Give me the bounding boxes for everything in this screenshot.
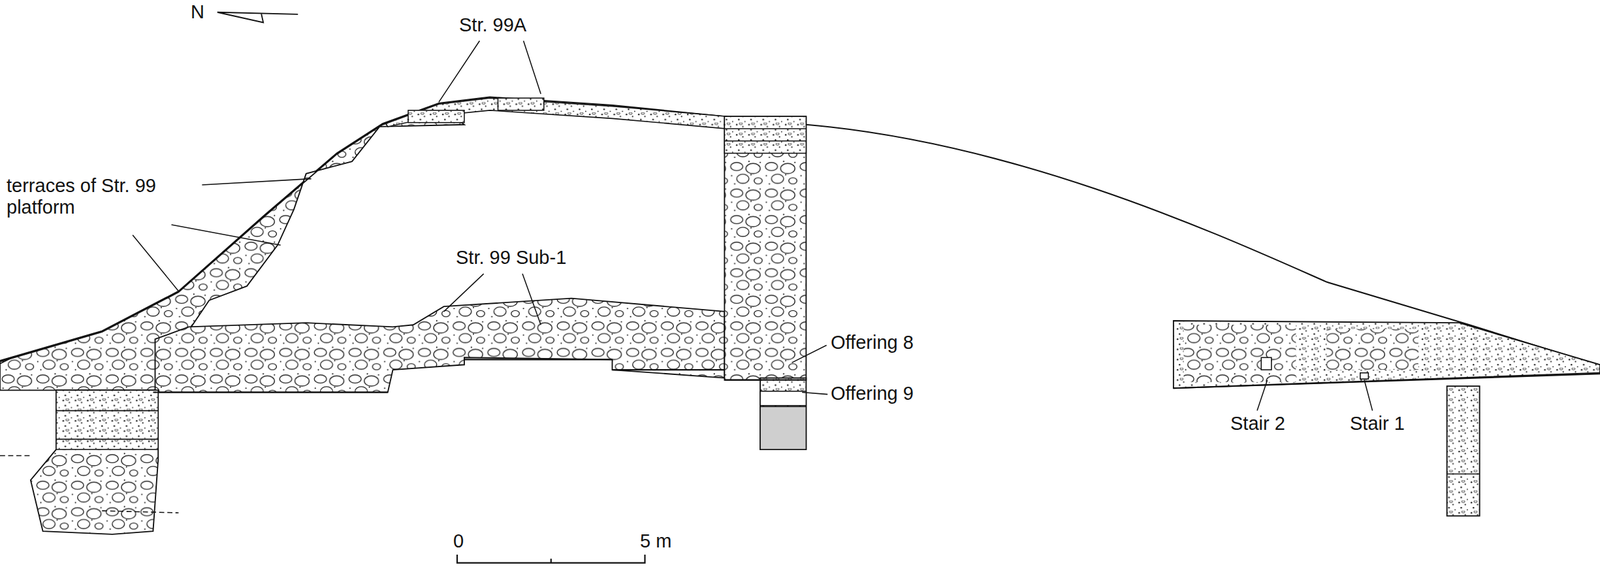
offering-label: Offering 9 [830,382,914,405]
scale-label: 5 m [640,530,672,552]
stair-label: Stair 1 [1349,412,1405,435]
pit-layers [56,389,159,450]
leader-line [444,273,541,325]
excavation-column [724,116,806,380]
offering-layer [760,406,806,450]
offering-layer [760,391,806,406]
scale-label: 0 [453,530,464,552]
leader-line [1364,380,1373,411]
stair-label: Stair 2 [1230,412,1286,435]
stair-trench [1173,320,1600,388]
stair-step [1261,357,1272,370]
stair-stones [1326,329,1419,371]
leader-line [792,345,827,364]
sub-1-fill [155,298,725,393]
layer-line [724,128,806,130]
stair-step [1360,372,1369,379]
scale-bar [457,554,646,563]
column-layers [724,116,806,153]
test-shaft [1447,385,1480,516]
terrace-label: terraces of Str. 99 platform [6,175,170,219]
layer-line [56,438,159,441]
structure-99a-block [498,97,544,111]
layer-line [724,140,806,142]
leader-line [438,41,541,103]
offering-label: Offering 8 [830,331,914,354]
dashed-line [0,356,15,364]
structure-label: Str. 99A [459,14,527,36]
layer-line [56,410,159,412]
leader-line [1257,380,1268,411]
dashed-line [0,455,179,513]
structure-99a [385,97,727,129]
leader-line [801,391,828,394]
structure-label: Str. 99 Sub-1 [455,246,567,269]
left-pit [30,389,159,534]
offering-shaft [760,378,806,450]
leader-line [132,178,311,292]
north-arrow [217,12,298,23]
structure-99a-block [408,110,465,123]
layer-line [1447,473,1480,475]
north-label: N [190,1,205,23]
stair-stones [1184,324,1297,383]
